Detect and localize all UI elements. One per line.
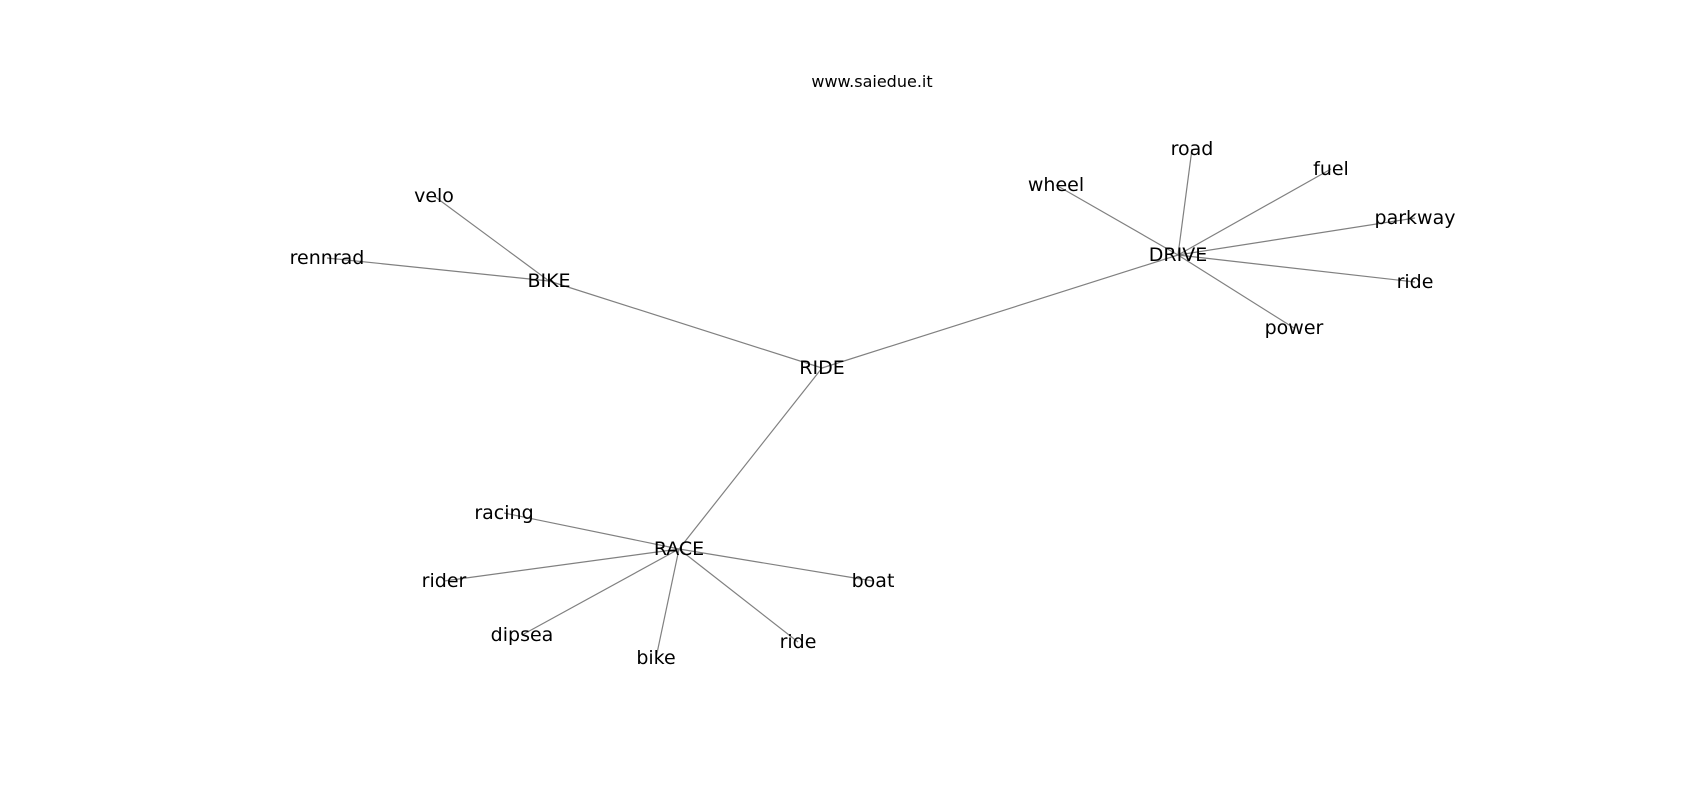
edge-race_hub-rider — [443, 548, 680, 582]
node-ride_center: RIDE — [799, 357, 844, 379]
edge-drive_hub-road — [1177, 148, 1193, 256]
node-road: road — [1171, 138, 1214, 160]
node-rennrad: rennrad — [290, 247, 365, 269]
edges-layer — [326, 148, 1416, 659]
node-power: power — [1265, 317, 1324, 339]
edge-ride_center-race_hub — [678, 367, 823, 550]
edge-drive_hub-wheel — [1055, 184, 1179, 256]
node-ride_race: ride — [780, 631, 817, 653]
edge-drive_hub-parkway — [1177, 217, 1416, 256]
node-rider: rider — [422, 570, 467, 592]
edge-race_hub-dipsea — [521, 548, 680, 636]
node-velo: velo — [414, 185, 454, 207]
node-bike_race: bike — [636, 647, 675, 669]
node-drive_hub: DRIVE — [1149, 244, 1207, 266]
edge-race_hub-bike_race — [655, 548, 680, 659]
node-bike_hub: BIKE — [527, 270, 570, 292]
node-wheel: wheel — [1028, 174, 1084, 196]
nodes-layer: RIDE BIKE DRIVE RACE velo rennrad wheel road fue… — [290, 138, 1456, 669]
edge-bike_hub-rennrad — [326, 257, 550, 282]
edge-drive_hub-power — [1177, 254, 1295, 329]
node-ride_drive: ride — [1397, 271, 1434, 293]
node-boat: boat — [852, 570, 895, 592]
edge-drive_hub-ride_drive — [1177, 254, 1416, 283]
edge-bike_hub-velo — [433, 195, 550, 282]
node-parkway: parkway — [1375, 207, 1456, 229]
edge-race_hub-racing — [503, 512, 680, 550]
node-racing: racing — [474, 502, 533, 524]
node-dipsea: dipsea — [491, 624, 554, 646]
edge-race_hub-boat — [678, 548, 874, 582]
site-title: www.saiedue.it — [811, 72, 933, 91]
edge-ride_center-bike_hub — [548, 280, 823, 369]
edge-drive_hub-fuel — [1177, 168, 1332, 256]
edge-ride_center-drive_hub — [821, 254, 1179, 369]
edge-race_hub-ride_race — [678, 548, 799, 643]
node-fuel: fuel — [1313, 158, 1349, 180]
node-race_hub: RACE — [654, 538, 704, 560]
